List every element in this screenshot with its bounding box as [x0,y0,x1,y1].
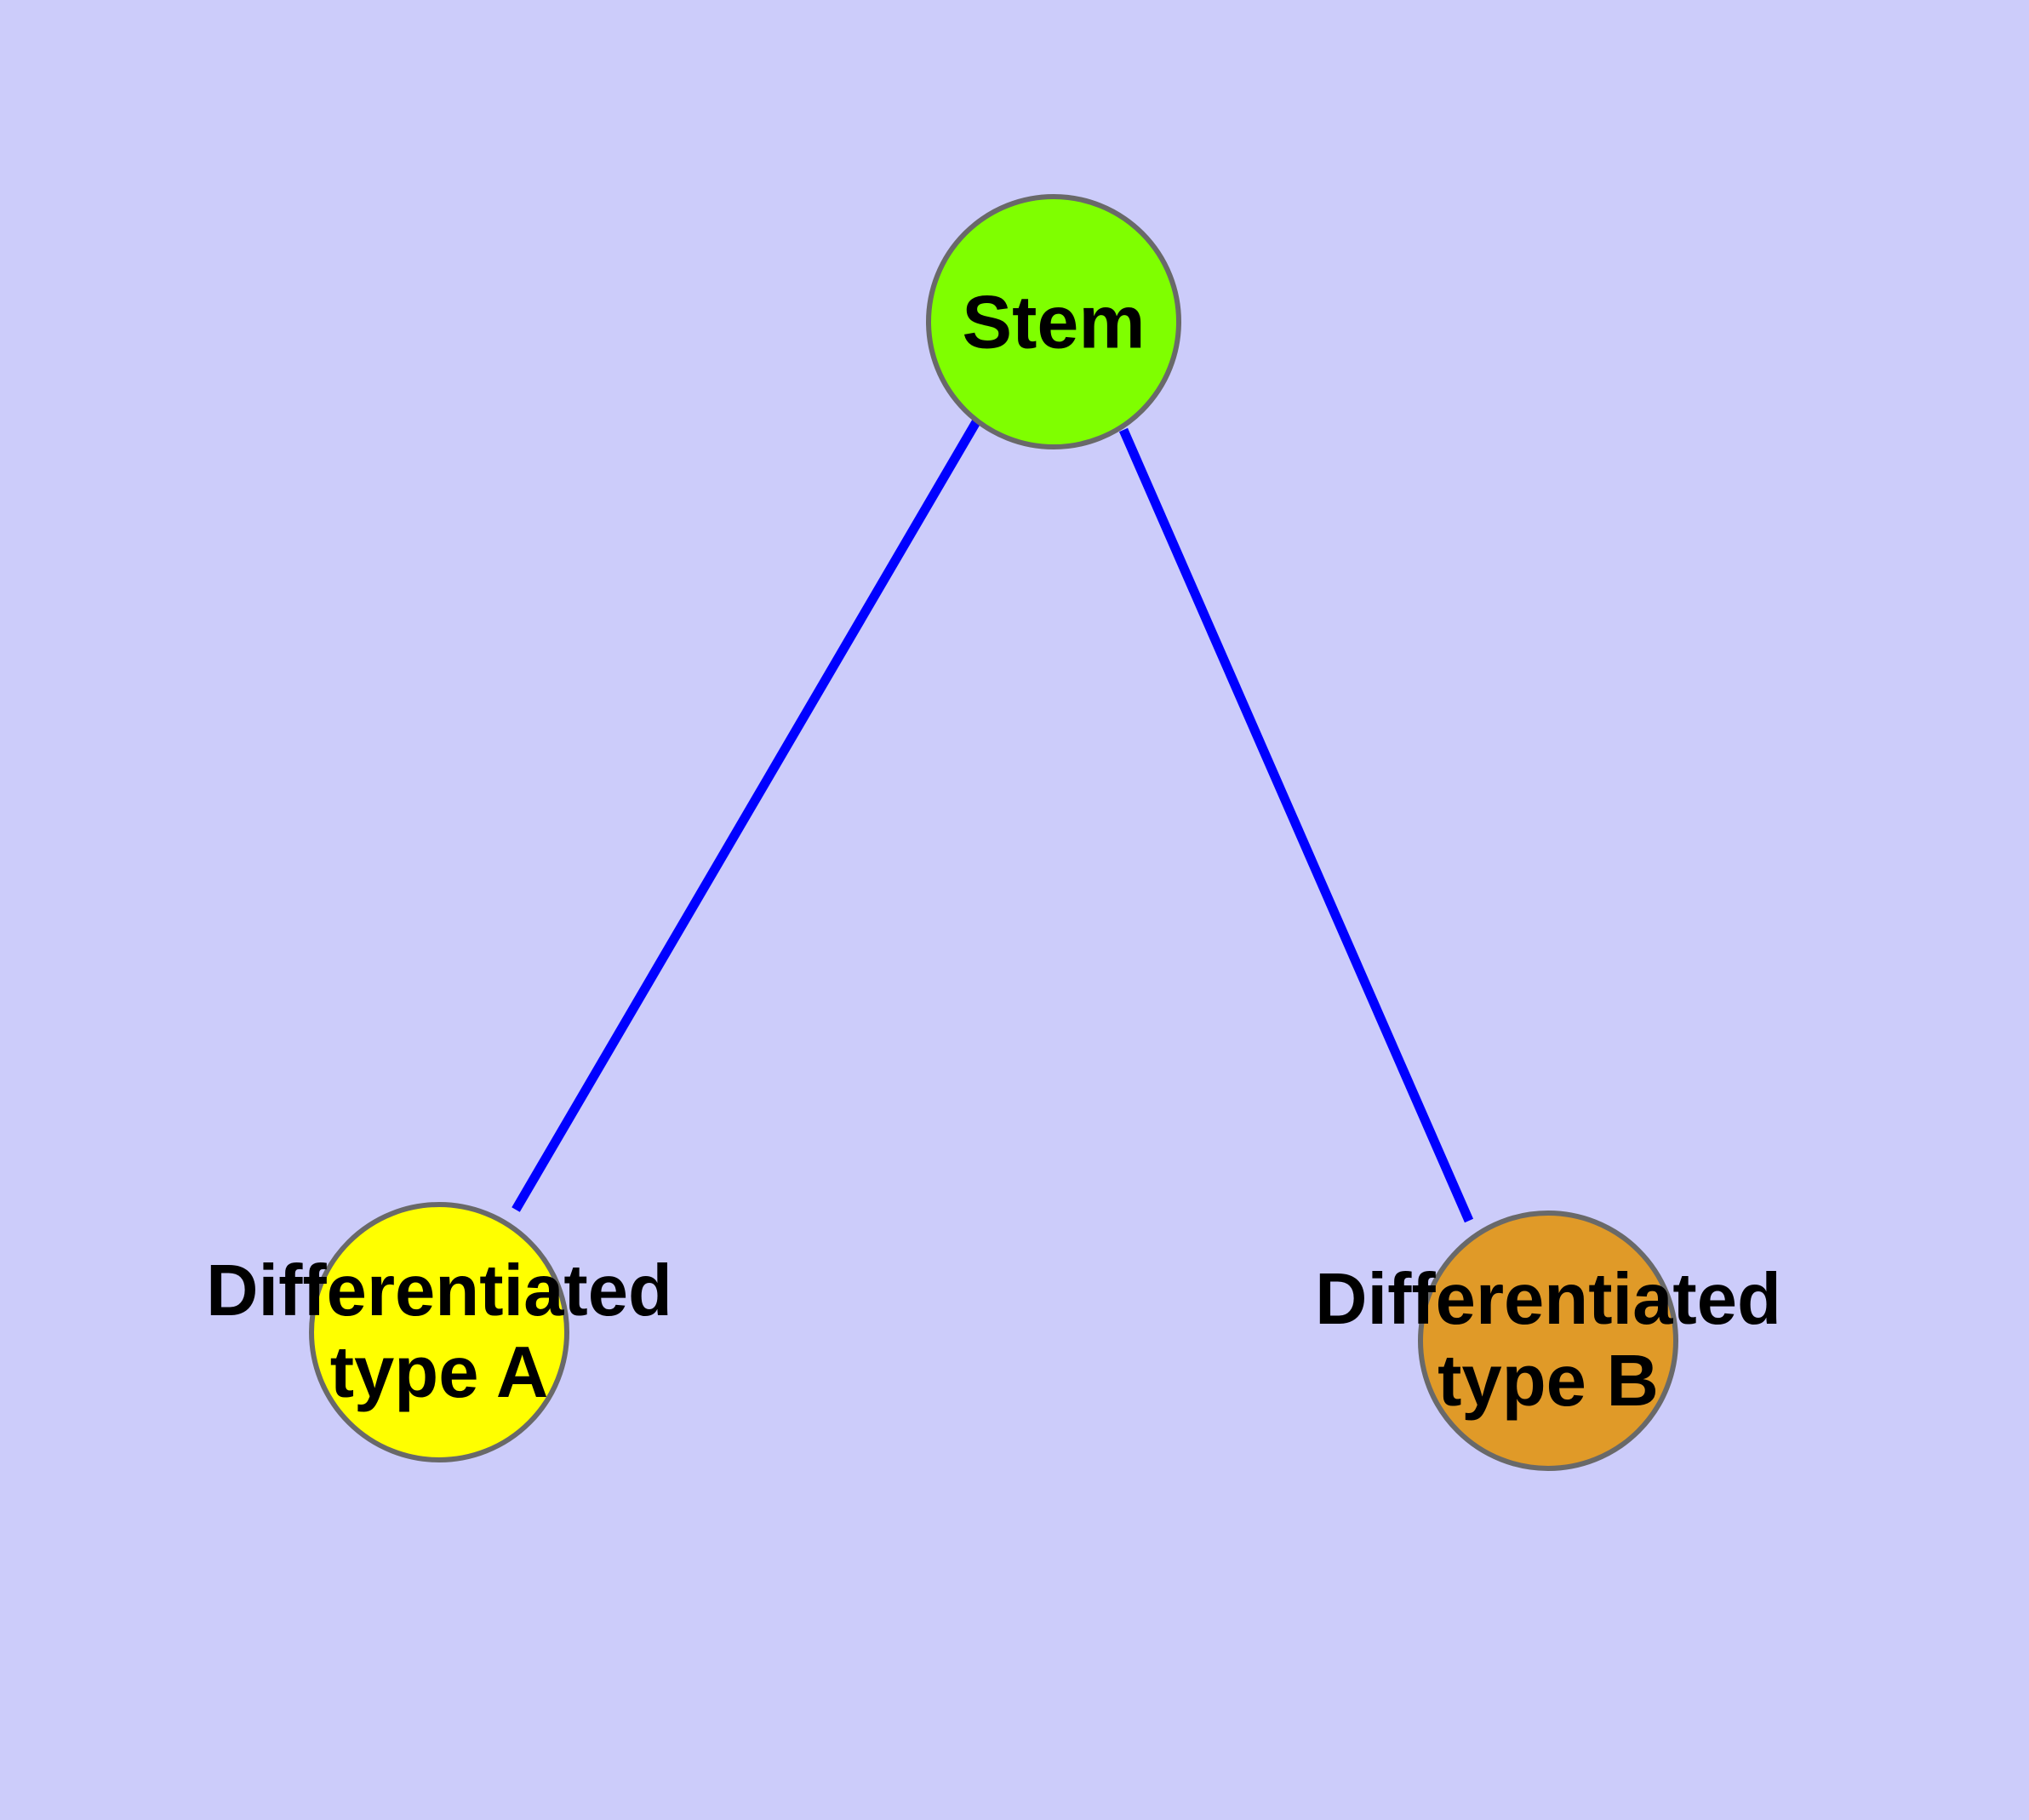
node-label-line: Differentiated [206,1251,672,1332]
edge-stem-to-diff-b[interactable] [1118,427,1474,1223]
node-stem-label: Stem [962,280,1145,364]
nodes-layer [309,194,1678,1471]
edge-stem-to-diff-a[interactable] [512,418,981,1212]
node-label-line: Differentiated [1315,1260,1781,1341]
node-label-line: Stem [962,280,1145,364]
node-label-line: type A [330,1333,549,1414]
edges-layer [512,418,1474,1223]
node-stem-circle[interactable] [926,194,1181,449]
node-diff-b-circle[interactable] [1418,1210,1678,1471]
node-diff-a-circle[interactable] [309,1202,569,1462]
node-label-line: type B [1437,1342,1659,1422]
